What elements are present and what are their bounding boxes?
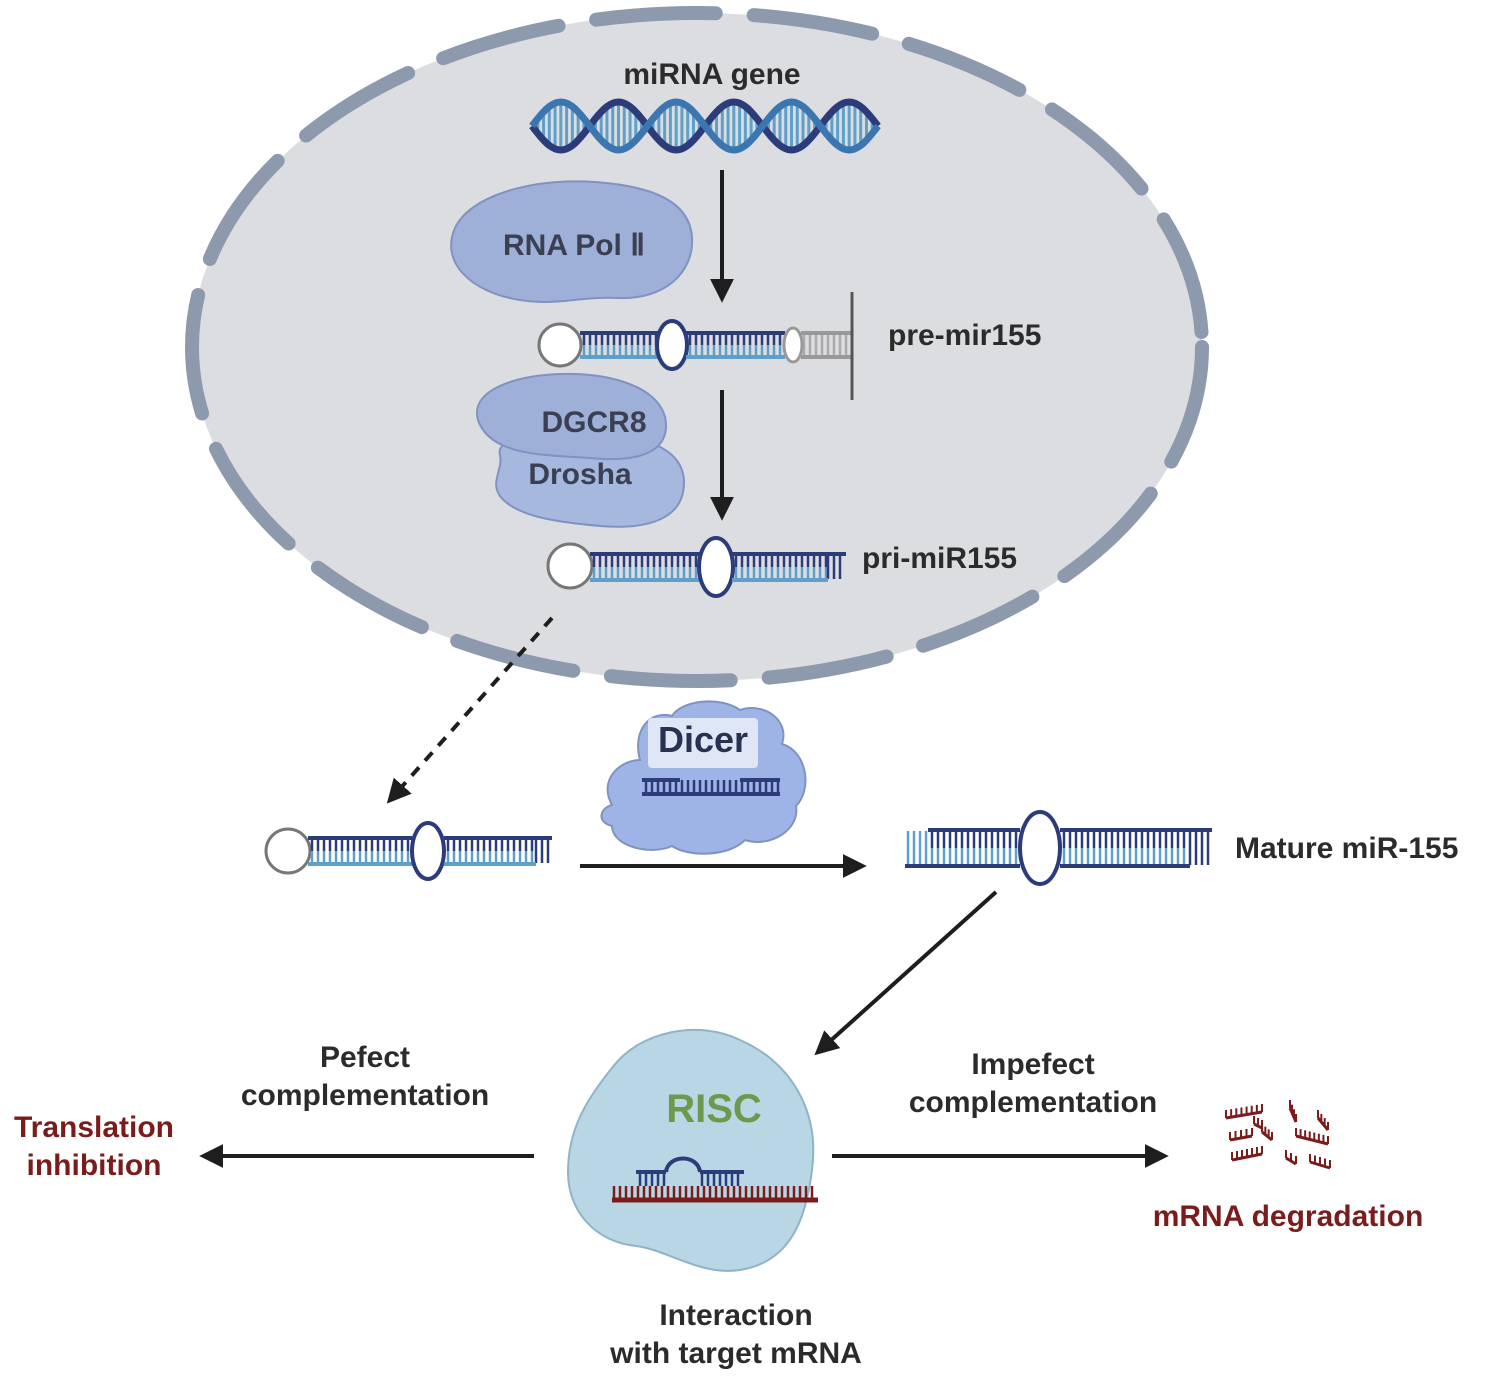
arrow-risc-loading [814,890,998,1056]
interaction-label-1: Interaction [659,1299,812,1332]
rna-pol-ii-blob [450,180,694,303]
dicer-enzyme [600,700,807,855]
cytoplasmic-pre-mirna-hairpin [264,821,552,881]
imperfect-complementation-label-1: Impefect [971,1048,1094,1081]
drosha-label: Drosha [528,458,632,491]
dicer-label: Dicer [658,719,748,760]
mature-mir155-label: Mature miR-155 [1235,832,1458,865]
risc-label: RISC [666,1087,762,1131]
interaction-label-2: with target mRNA [609,1337,862,1370]
perfect-complementation-label-2: complementation [241,1079,489,1112]
degraded-mrna-fragments-icon [1225,1100,1331,1170]
risc-complex [566,1029,818,1272]
pri-mir155-hairpin [546,536,846,598]
mrna-degradation-label: mRNA degradation [1153,1200,1424,1233]
dna-helix-icon [529,98,881,154]
mirna-gene-label: miRNA gene [623,58,800,91]
translation-inhibition-label-2: inhibition [27,1149,162,1182]
dgcr8-label: DGCR8 [541,406,646,439]
rna-pol-ii-label: RNA Pol Ⅱ [503,229,645,262]
pri-mir155-label: pri-miR155 [862,542,1017,575]
mature-mir155-duplex [905,810,1212,886]
pre-mir155-hairpin [537,292,854,400]
dgcr8-blob [475,372,668,461]
pre-mir155-label: pre-mir155 [888,319,1041,352]
translation-inhibition-label-1: Translation [14,1111,174,1144]
arrow-nuclear-export [386,616,554,804]
perfect-complementation-label-1: Pefect [320,1041,410,1074]
imperfect-complementation-label-2: complementation [909,1086,1157,1119]
